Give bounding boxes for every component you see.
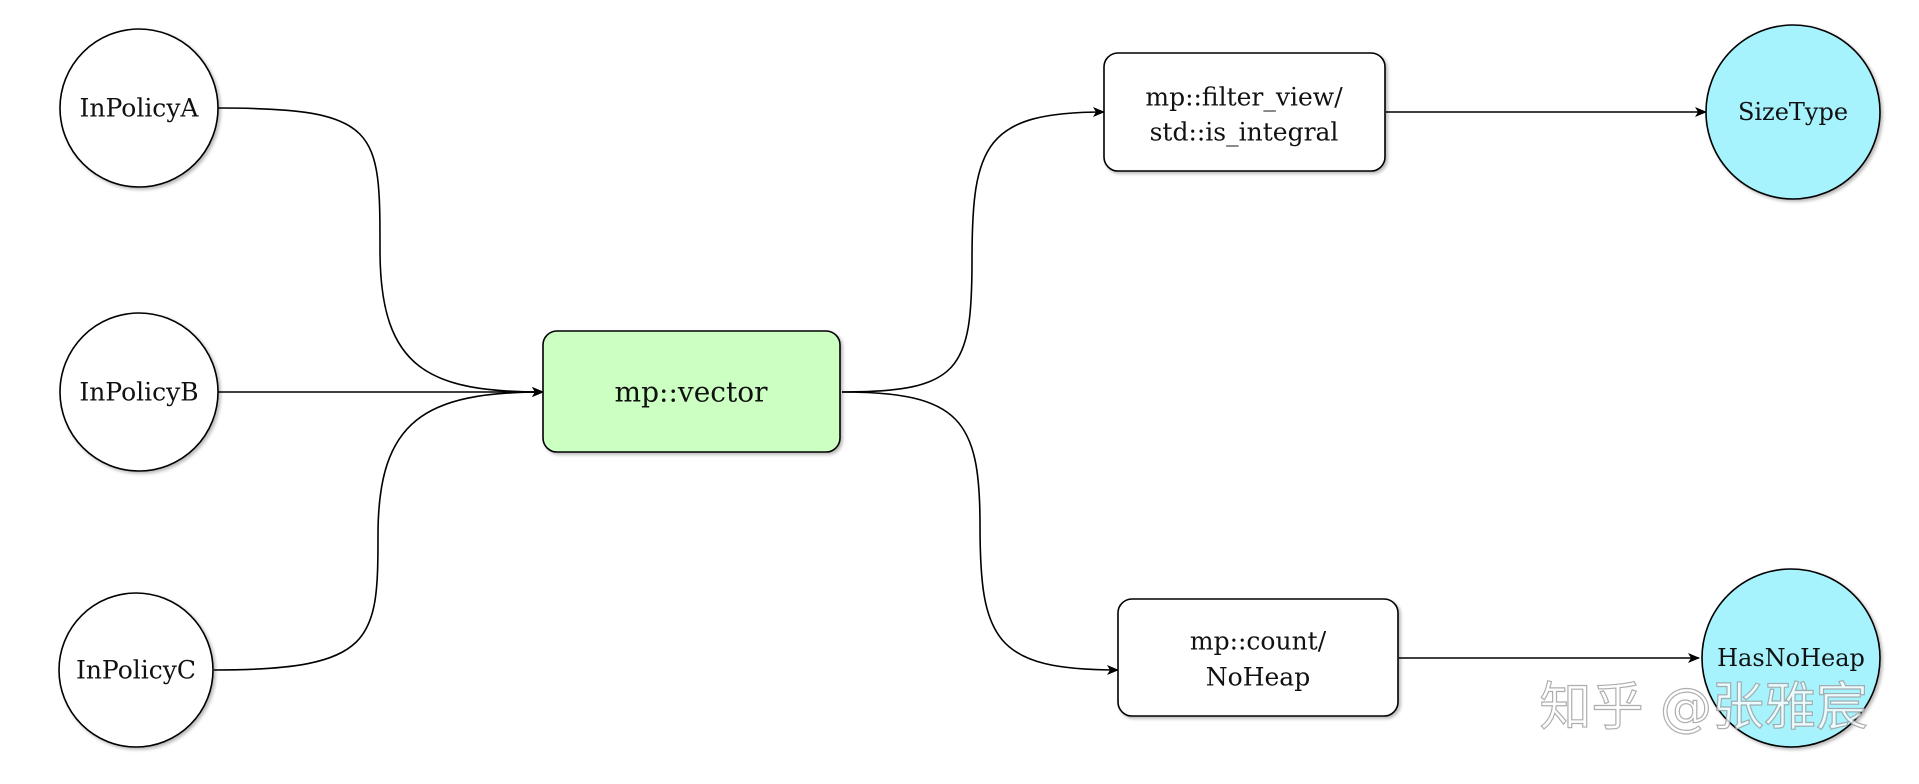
edge-vector-to-filter: [841, 107, 1105, 393]
edge-inpolicya-to-vector: [217, 107, 544, 397]
node-vector: mp::vector: [542, 330, 841, 453]
node-hasnoheap: HasNoHeap: [1701, 568, 1881, 748]
node-inpolicyb: InPolicyB: [59, 312, 219, 472]
node-sizetype: SizeType: [1705, 24, 1881, 200]
edges: [213, 107, 1707, 675]
watermark-text: 知乎 @张雅宸: [1539, 678, 1868, 738]
vector-label: mp::vector: [615, 376, 769, 409]
filter-label-line1: mp::filter_view/: [1145, 83, 1343, 112]
node-count: mp::count/ NoHeap: [1117, 598, 1399, 717]
node-inpolicyc: InPolicyC: [58, 592, 214, 748]
hasnoheap-label: HasNoHeap: [1717, 644, 1865, 672]
inpolicyb-label: InPolicyB: [79, 378, 198, 407]
count-label-line2: NoHeap: [1206, 663, 1310, 692]
node-inpolicya: InPolicyA: [59, 28, 219, 188]
edge-inpolicyc-to-vector: [213, 387, 544, 671]
filter-label-line2: std::is_integral: [1150, 118, 1339, 147]
inpolicyc-label: InPolicyC: [76, 656, 196, 685]
node-filter: mp::filter_view/ std::is_integral: [1103, 52, 1386, 172]
count-label-line1: mp::count/: [1190, 627, 1327, 656]
sizetype-label: SizeType: [1738, 98, 1848, 126]
inpolicya-label: InPolicyA: [79, 94, 199, 123]
edge-vector-to-count: [841, 391, 1119, 675]
